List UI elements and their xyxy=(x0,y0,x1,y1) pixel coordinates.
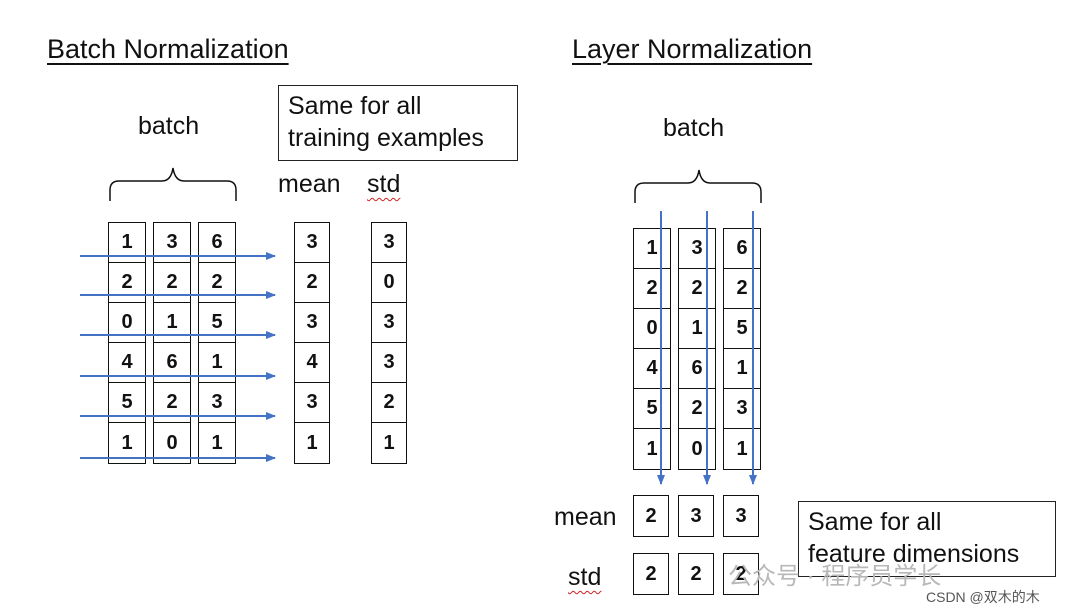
cell: 6 xyxy=(199,223,235,263)
cell: 1 xyxy=(646,437,658,460)
cell: 6 xyxy=(154,343,190,383)
std-cell: 2 xyxy=(372,383,406,423)
cell: 0 xyxy=(166,431,178,454)
layer-norm-column-1: 1 2 0 4 5 1 xyxy=(633,228,671,470)
layer-norm-std-cell: 2 xyxy=(678,553,714,595)
batch-norm-column-3: 6 2 5 1 3 1 xyxy=(198,222,236,464)
cell: 4 xyxy=(109,343,145,383)
cell: 1 xyxy=(724,349,760,389)
mean-cell: 3 xyxy=(295,383,329,423)
layer-norm-title: Layer Normalization xyxy=(572,34,813,64)
cell: 5 xyxy=(199,303,235,343)
cell: 5 xyxy=(634,389,670,429)
cell: 2 xyxy=(154,263,190,303)
batch-norm-note-line-1: Same for all xyxy=(288,92,422,120)
layer-norm-std-label: std xyxy=(568,563,602,591)
layer-norm-column-3: 6 2 5 1 3 1 xyxy=(723,228,761,470)
cell: 5 xyxy=(724,309,760,349)
cell: 0 xyxy=(634,309,670,349)
cell: 2 xyxy=(724,269,760,309)
batch-norm-mean-label: mean xyxy=(278,170,341,198)
std-cell: 0 xyxy=(372,263,406,303)
cell: 0 xyxy=(691,437,703,460)
cell: 3 xyxy=(679,229,715,269)
cell: 3 xyxy=(724,389,760,429)
layer-norm-mean-cell: 3 xyxy=(678,495,714,537)
cell: 1 xyxy=(679,309,715,349)
layer-norm-mean-cell: 2 xyxy=(633,495,669,537)
cell: 6 xyxy=(724,229,760,269)
cell: 1 xyxy=(109,223,145,263)
layer-norm-note-line-2: feature dimensions xyxy=(808,540,1020,568)
layer-norm-arrows xyxy=(657,211,757,485)
cell: 1 xyxy=(154,303,190,343)
cell: 1 xyxy=(634,229,670,269)
layer-norm-note: Same for all feature dimensions xyxy=(798,501,1056,577)
batch-norm-arrows xyxy=(80,252,276,462)
cell: 2 xyxy=(109,263,145,303)
std-cell: 3 xyxy=(372,223,406,263)
cell: 2 xyxy=(679,389,715,429)
cell: 2 xyxy=(634,269,670,309)
batch-norm-note: Same for all training examples xyxy=(278,85,518,161)
mean-cell: 4 xyxy=(295,343,329,383)
batch-norm-mean-column: 3 2 3 4 3 1 xyxy=(294,222,330,464)
std-cell: 3 xyxy=(372,303,406,343)
std-cell: 1 xyxy=(383,431,395,454)
layer-norm-std-cell: 2 xyxy=(633,553,669,595)
batch-norm-std-label: std xyxy=(367,170,401,198)
cell: 2 xyxy=(199,263,235,303)
batch-norm-note-line-2: training examples xyxy=(288,124,484,152)
batch-norm-batch-label: batch xyxy=(138,112,200,140)
cell: 2 xyxy=(679,269,715,309)
cell: 4 xyxy=(634,349,670,389)
layer-norm-mean-cell: 3 xyxy=(723,495,759,537)
batch-norm-column-1: 1 2 0 4 5 1 xyxy=(108,222,146,464)
cell: 5 xyxy=(109,383,145,423)
cell: 1 xyxy=(121,431,133,454)
cell: 6 xyxy=(679,349,715,389)
watermark-text: 公众号 · 程序员学长 xyxy=(728,563,942,590)
layer-norm-note-line-1: Same for all xyxy=(808,508,942,536)
mean-cell: 3 xyxy=(295,223,329,263)
layer-norm-brace xyxy=(634,169,762,203)
mean-cell: 2 xyxy=(295,263,329,303)
cell: 0 xyxy=(109,303,145,343)
cell: 3 xyxy=(199,383,235,423)
credit-text: CSDN @双木的木 xyxy=(926,589,1040,605)
batch-norm-column-2: 3 2 1 6 2 0 xyxy=(153,222,191,464)
layer-norm-std-cell: 2 xyxy=(723,553,759,595)
mean-cell: 3 xyxy=(295,303,329,343)
std-cell: 3 xyxy=(372,343,406,383)
cell: 1 xyxy=(736,437,748,460)
layer-norm-batch-label: batch xyxy=(663,114,725,142)
batch-norm-title: Batch Normalization xyxy=(47,34,289,64)
cell: 1 xyxy=(199,343,235,383)
batch-norm-std-column: 3 0 3 3 2 1 xyxy=(371,222,407,464)
cell: 3 xyxy=(154,223,190,263)
mean-cell: 1 xyxy=(306,431,318,454)
cell: 2 xyxy=(154,383,190,423)
layer-norm-column-2: 3 2 1 6 2 0 xyxy=(678,228,716,470)
layer-norm-mean-label: mean xyxy=(554,503,617,531)
cell: 1 xyxy=(211,431,223,454)
batch-norm-brace xyxy=(109,167,237,201)
